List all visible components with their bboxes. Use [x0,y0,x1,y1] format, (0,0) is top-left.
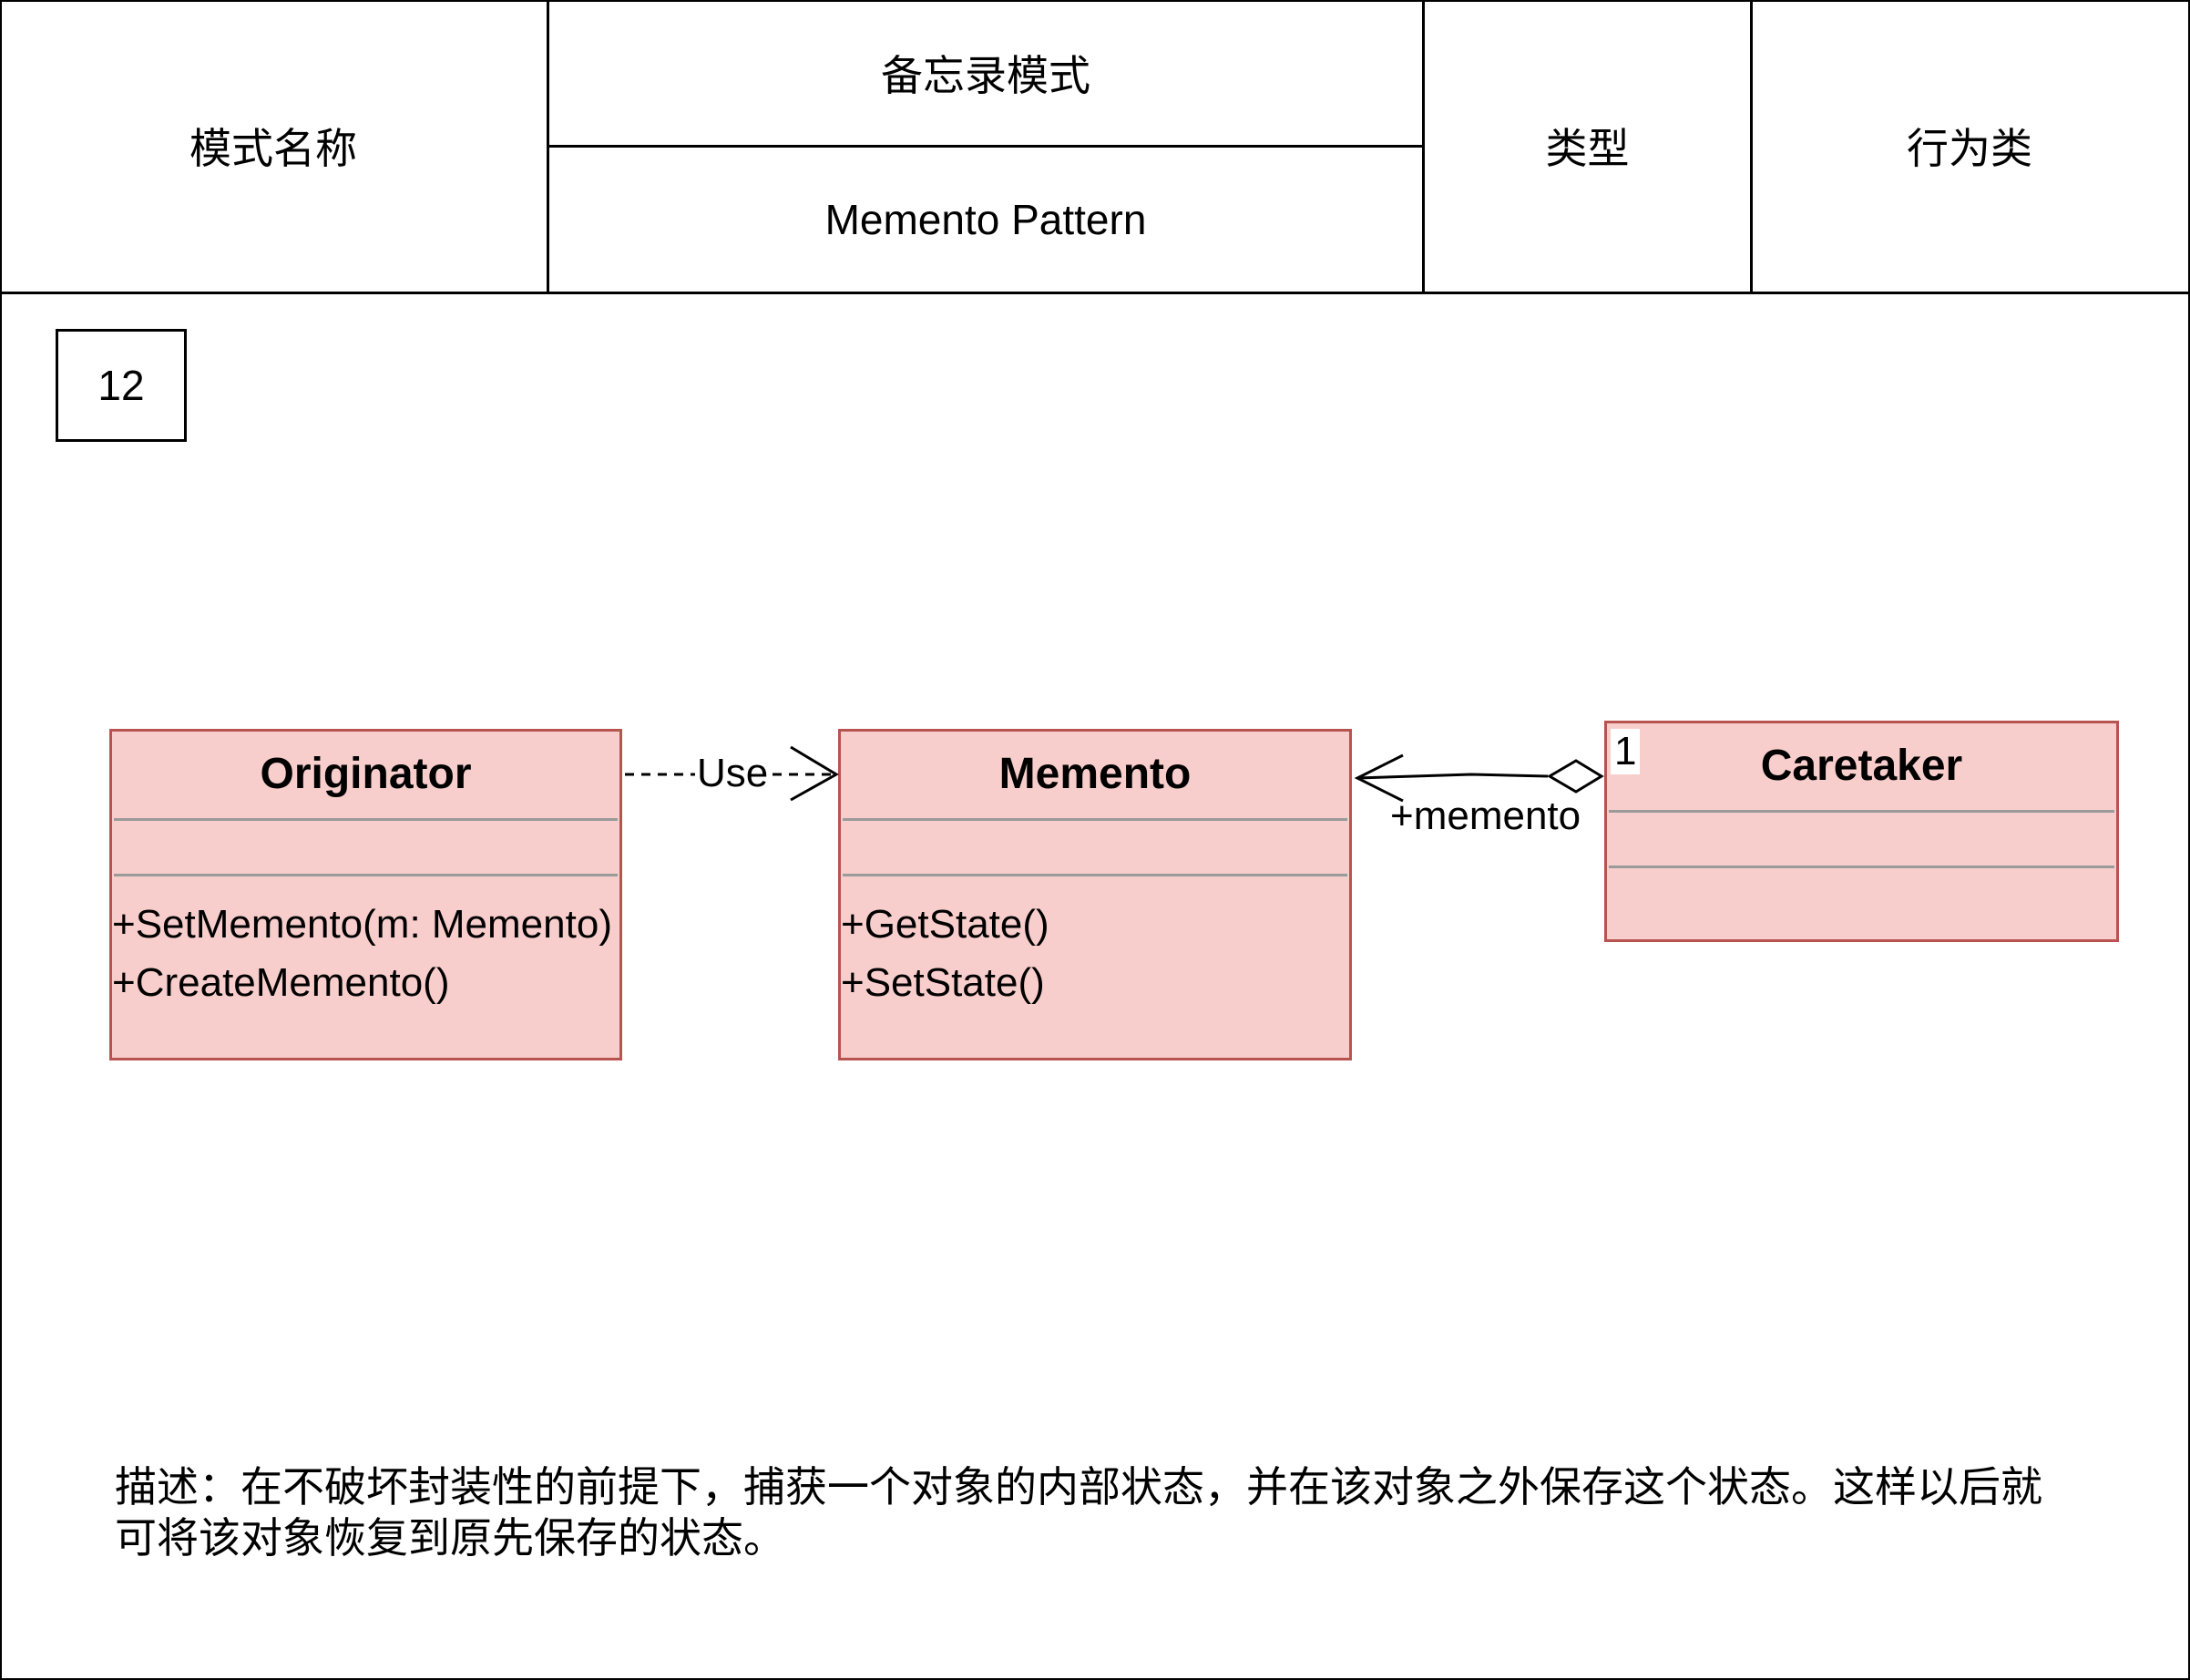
memento-class: Memento +GetState() +SetState() [838,729,1352,1060]
originator-op-create-memento: +CreateMemento() [112,960,450,1005]
caretaker-ops-separator [1609,866,2114,868]
memento-op-set-state: +SetState() [841,960,1045,1005]
aggregation-line [1356,773,1549,780]
originator-attr-separator [114,818,618,821]
type-label: 类型 [1545,124,1630,173]
memento-role-label: +memento [1390,794,1581,838]
aggregation-diamond [1547,759,1604,794]
multiplicity-label: 1 [1611,729,1641,774]
aggregation-arrowhead [1354,753,1404,803]
pattern-description: 描述：在不破坏封装性的前提下，捕获一个对象的内部状态，并在该对象之外保存这个状态… [115,1462,2042,1562]
header-divider-1 [547,0,549,293]
pattern-name-en: Memento Pattern [824,196,1147,243]
pattern-name-label: 模式名称 [189,124,357,173]
pattern-name-cn: 备忘录模式 [881,50,1090,100]
originator-class-name: Originator [260,749,472,798]
header-divider-3 [1750,0,1753,293]
pattern-number: 12 [97,362,145,409]
memento-ops-separator [843,874,1347,876]
caretaker-class-name: Caretaker [1760,741,1963,790]
caretaker-attr-separator [1609,810,2114,813]
header-divider-2 [1422,0,1425,293]
pattern-number-box: 12 [56,329,187,442]
header-bottom-line [0,292,2190,294]
originator-operations: +SetMemento(m: Memento) +CreateMemento() [112,896,619,1012]
type-value: 行为类 [1907,124,2032,173]
use-label: Use [695,751,771,796]
memento-op-get-state: +GetState() [841,902,1049,947]
memento-attr-separator [843,818,1347,821]
caretaker-class: Caretaker [1604,721,2119,942]
originator-ops-separator [114,874,618,876]
memento-class-name: Memento [998,749,1192,798]
memento-operations: +GetState() +SetState() [841,896,1349,1012]
use-dependency-arrowhead [790,745,839,802]
originator-class: Originator +SetMemento(m: Memento) +Crea… [109,729,622,1060]
originator-op-set-memento: +SetMemento(m: Memento) [112,902,612,947]
name-divider-line [548,145,1423,148]
